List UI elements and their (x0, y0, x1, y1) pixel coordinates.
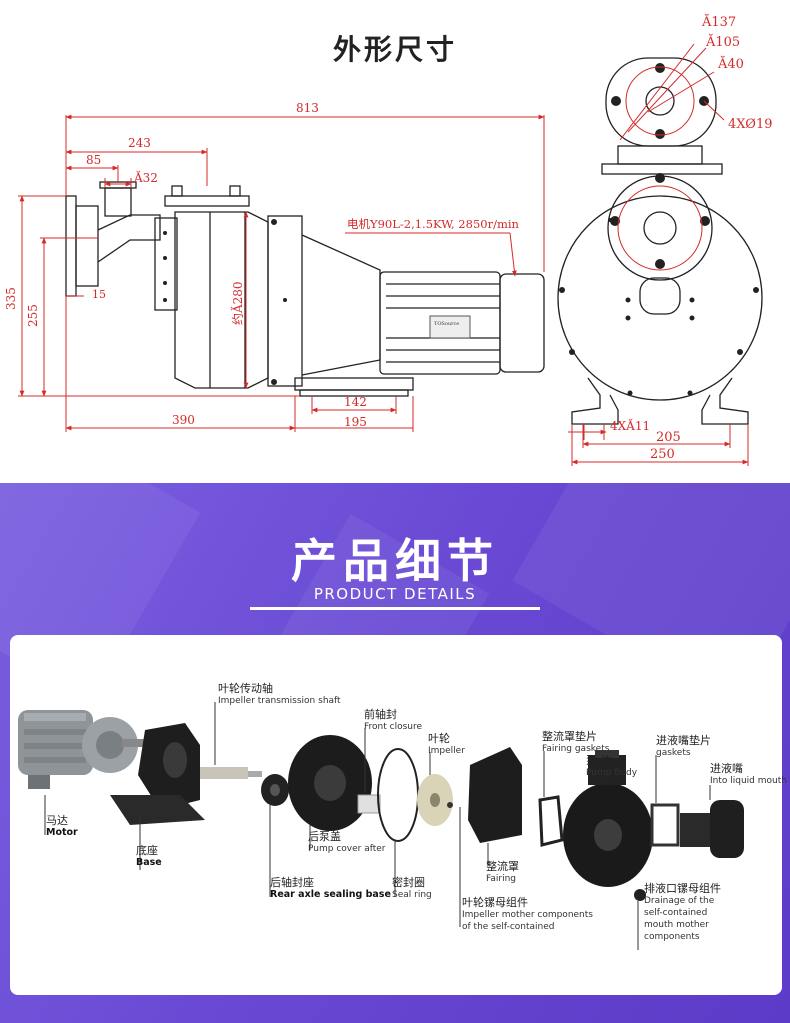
impeller-part (417, 774, 453, 826)
drain-part (634, 889, 646, 901)
label-drain: 排液口镙母组件 Drainage of the self-contained m… (644, 882, 721, 943)
inlet-mouth-part (680, 800, 744, 858)
title-underline (250, 607, 540, 610)
dim-32: Ă32 (133, 170, 158, 185)
dim-813: 813 (296, 101, 319, 115)
side-dim-texts: 813 243 85 Ă32 15 390 142 195 电机Y90L-2,1… (4, 101, 520, 429)
dim-250: 250 (650, 447, 675, 462)
dim-base-holes: 4XĂ11 (610, 418, 650, 433)
side-dim-lines (18, 114, 545, 432)
dim-flange-137: Ă137 (701, 14, 736, 30)
base-part (110, 723, 205, 825)
dim-85: 85 (86, 153, 101, 167)
dimensions-title: 外形尺寸 (332, 33, 457, 66)
seal-ring-part (377, 748, 419, 842)
dimension-drawing: TOSource (4, 14, 773, 466)
motor-spec-label: 电机Y90L-2,1.5KW, 2850r/min (347, 217, 520, 231)
side-view-outline (65, 181, 545, 397)
impeller-nut-part (447, 802, 453, 808)
motor-plate (429, 315, 471, 339)
dim-flange-holes: 4XØ19 (728, 117, 773, 132)
details-title: 产品细节 (291, 534, 499, 588)
front-view-outline (557, 57, 763, 425)
label-impeller-nut: 叶轮镙母组件 Impeller mother components of the… (462, 896, 593, 933)
dim-flange-105: Ă105 (705, 34, 740, 50)
exploded-view-drawing (18, 702, 744, 950)
pump-cover-part (288, 735, 372, 831)
dim-243: 243 (128, 136, 151, 150)
dim-205: 205 (656, 430, 681, 445)
dim-280: 约Ă280 (230, 281, 245, 325)
motor-part (18, 710, 144, 789)
dim-335: 335 (4, 287, 18, 310)
fairing-part (468, 747, 522, 843)
inlet-gasket-part (650, 803, 680, 847)
shaft-part (200, 767, 262, 779)
front-closure-part (357, 794, 381, 814)
product-details-section: 产品细节 PRODUCT DETAILS (0, 483, 790, 1023)
dim-15: 15 (92, 288, 106, 301)
front-dim-circles (568, 43, 749, 466)
bolt-dots (163, 219, 287, 385)
details-subtitle: PRODUCT DETAILS (313, 585, 477, 603)
dim-flange-40: Ă40 (717, 56, 744, 72)
rear-seal-part (261, 774, 289, 806)
front-dim-texts: Ă137 Ă105 Ă40 4XØ19 4XĂ11 205 250 (610, 14, 773, 462)
leader-lines (44, 702, 711, 950)
dimensions-section: 外形尺寸 (0, 0, 790, 483)
front-bolt-dots (559, 63, 759, 396)
fairing-gasket-part (538, 795, 564, 847)
dim-390: 390 (172, 413, 195, 427)
pump-body-part (563, 750, 653, 887)
dim-142: 142 (344, 395, 367, 409)
motor-brand: TOSource (434, 321, 459, 327)
dim-195: 195 (344, 415, 367, 429)
dim-255: 255 (26, 304, 40, 327)
